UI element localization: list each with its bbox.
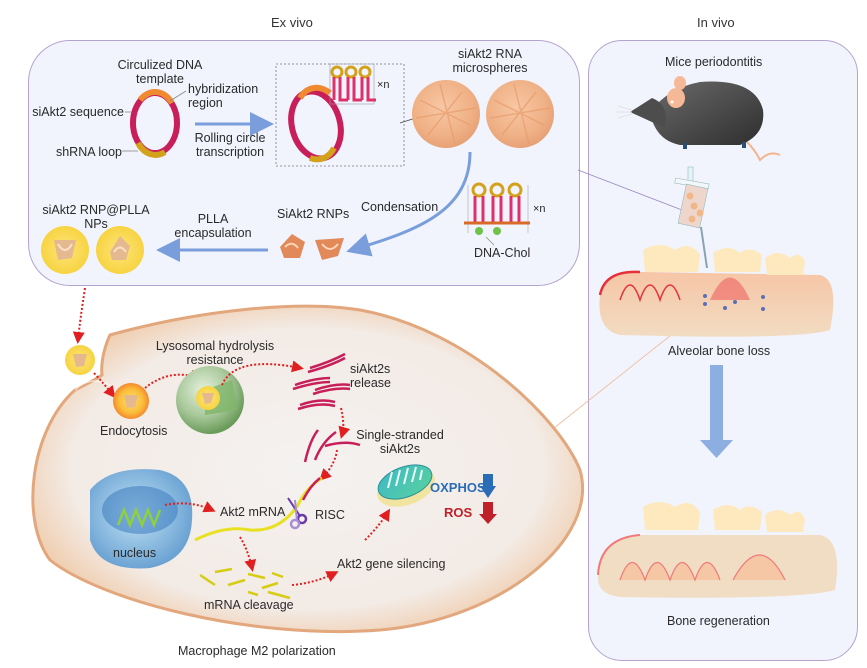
release-label: siAkt2s release [350,362,391,390]
incoming-nanoparticle-icon [65,345,95,375]
nucleus-icon [90,469,193,569]
single-stranded-label: Single-stranded siAkt2s [356,428,444,456]
plla-nanoparticle-icon [96,226,144,274]
risc-guide-strand [301,477,321,501]
cleaved-mrna-fragments-icon [199,567,291,600]
multiplier-label: ×n [377,79,390,91]
rna-microsphere-icon [486,80,554,148]
lysosome-icon [176,366,244,434]
lysosomal-label: Lysosomal hydrolysis resistance [155,339,275,367]
dotted-arrow [364,508,391,541]
rca-label: Rolling circle transcription [194,131,266,159]
ros-down-arrow-icon [479,502,497,524]
macrophage-cell [31,304,584,634]
endocytosis-notch [74,380,111,391]
rnp-icon [280,234,305,258]
connector-line [577,169,683,211]
microspheres-label: siAkt2 RNA microspheres [452,47,528,75]
dotted-arrow [144,369,202,389]
plla-label: PLLA encapsulation [174,212,252,240]
condensation-label: Condensation [361,200,439,214]
template-label: Circulized DNA template [117,58,203,86]
risc-label: RISC [315,508,345,522]
dna-chol-label: DNA-Chol [474,246,531,260]
oxphos-label: OXPHOS [430,480,486,495]
dotted-arrow [338,407,351,439]
dotted-arrow [164,501,216,513]
rnps-label: SiAkt2 RNPs [277,207,350,221]
cell-caption: Macrophage M2 polarization [178,644,336,658]
regenerated-teeth-icon [597,502,838,598]
shrna-loop-label: shRNA loop [55,145,122,159]
single-stranded-sirna-icon [303,429,361,463]
treatment-down-arrow-icon [700,365,733,458]
bone-loss-label: Alveolar bone loss [668,344,771,358]
gene-silencing-label: Akt2 gene silencing [337,557,446,571]
mice-periodontitis-label: Mice periodontitis [665,55,763,69]
siakt2-sequence-label: siAkt2 sequence [32,105,124,119]
akt2-mrna-label: Akt2 mRNA [220,505,286,519]
plla-nanoparticle-icon [41,226,89,274]
ros-label: ROS [444,505,473,520]
mouse-icon [616,76,781,162]
endosome-icon [113,383,149,419]
dna-chol-hairpin-icon [464,182,530,246]
sirna-duplex-group-icon [292,352,351,411]
leader-line [169,90,187,102]
syringe-icon [674,166,710,269]
mrna-cleavage-label: mRNA cleavage [204,598,294,612]
periodontitis-teeth-icon [598,245,834,337]
dotted-arrow [291,571,339,586]
condensation-arrow [346,151,472,257]
dna-chol-multiplier-label: ×n [533,203,546,215]
circular-dna-template-icon [130,89,180,158]
risc-scissors-icon [287,497,308,530]
dotted-arrow [319,449,338,481]
endocytosis-label: Endocytosis [100,424,168,438]
mitochondrion-icon [377,464,435,507]
rca-circle-icon [288,84,344,163]
dotted-arrow [221,360,304,386]
in-vivo-title: In vivo [697,15,735,30]
plla-nps-label: siAkt2 RNP@PLLA NPs [42,203,150,231]
nucleus-label: nucleus [113,546,157,560]
hybridization-label: hybridization region [188,82,259,110]
rna-microsphere-icon [412,80,480,148]
rnp-icon [315,238,344,260]
bone-regeneration-label: Bone regeneration [667,614,770,628]
hairpin-repeat-icon [329,63,376,105]
ex-vivo-title: Ex vivo [271,15,313,30]
oxphos-up-arrow-icon [480,474,496,498]
dotted-arrow [72,287,86,344]
